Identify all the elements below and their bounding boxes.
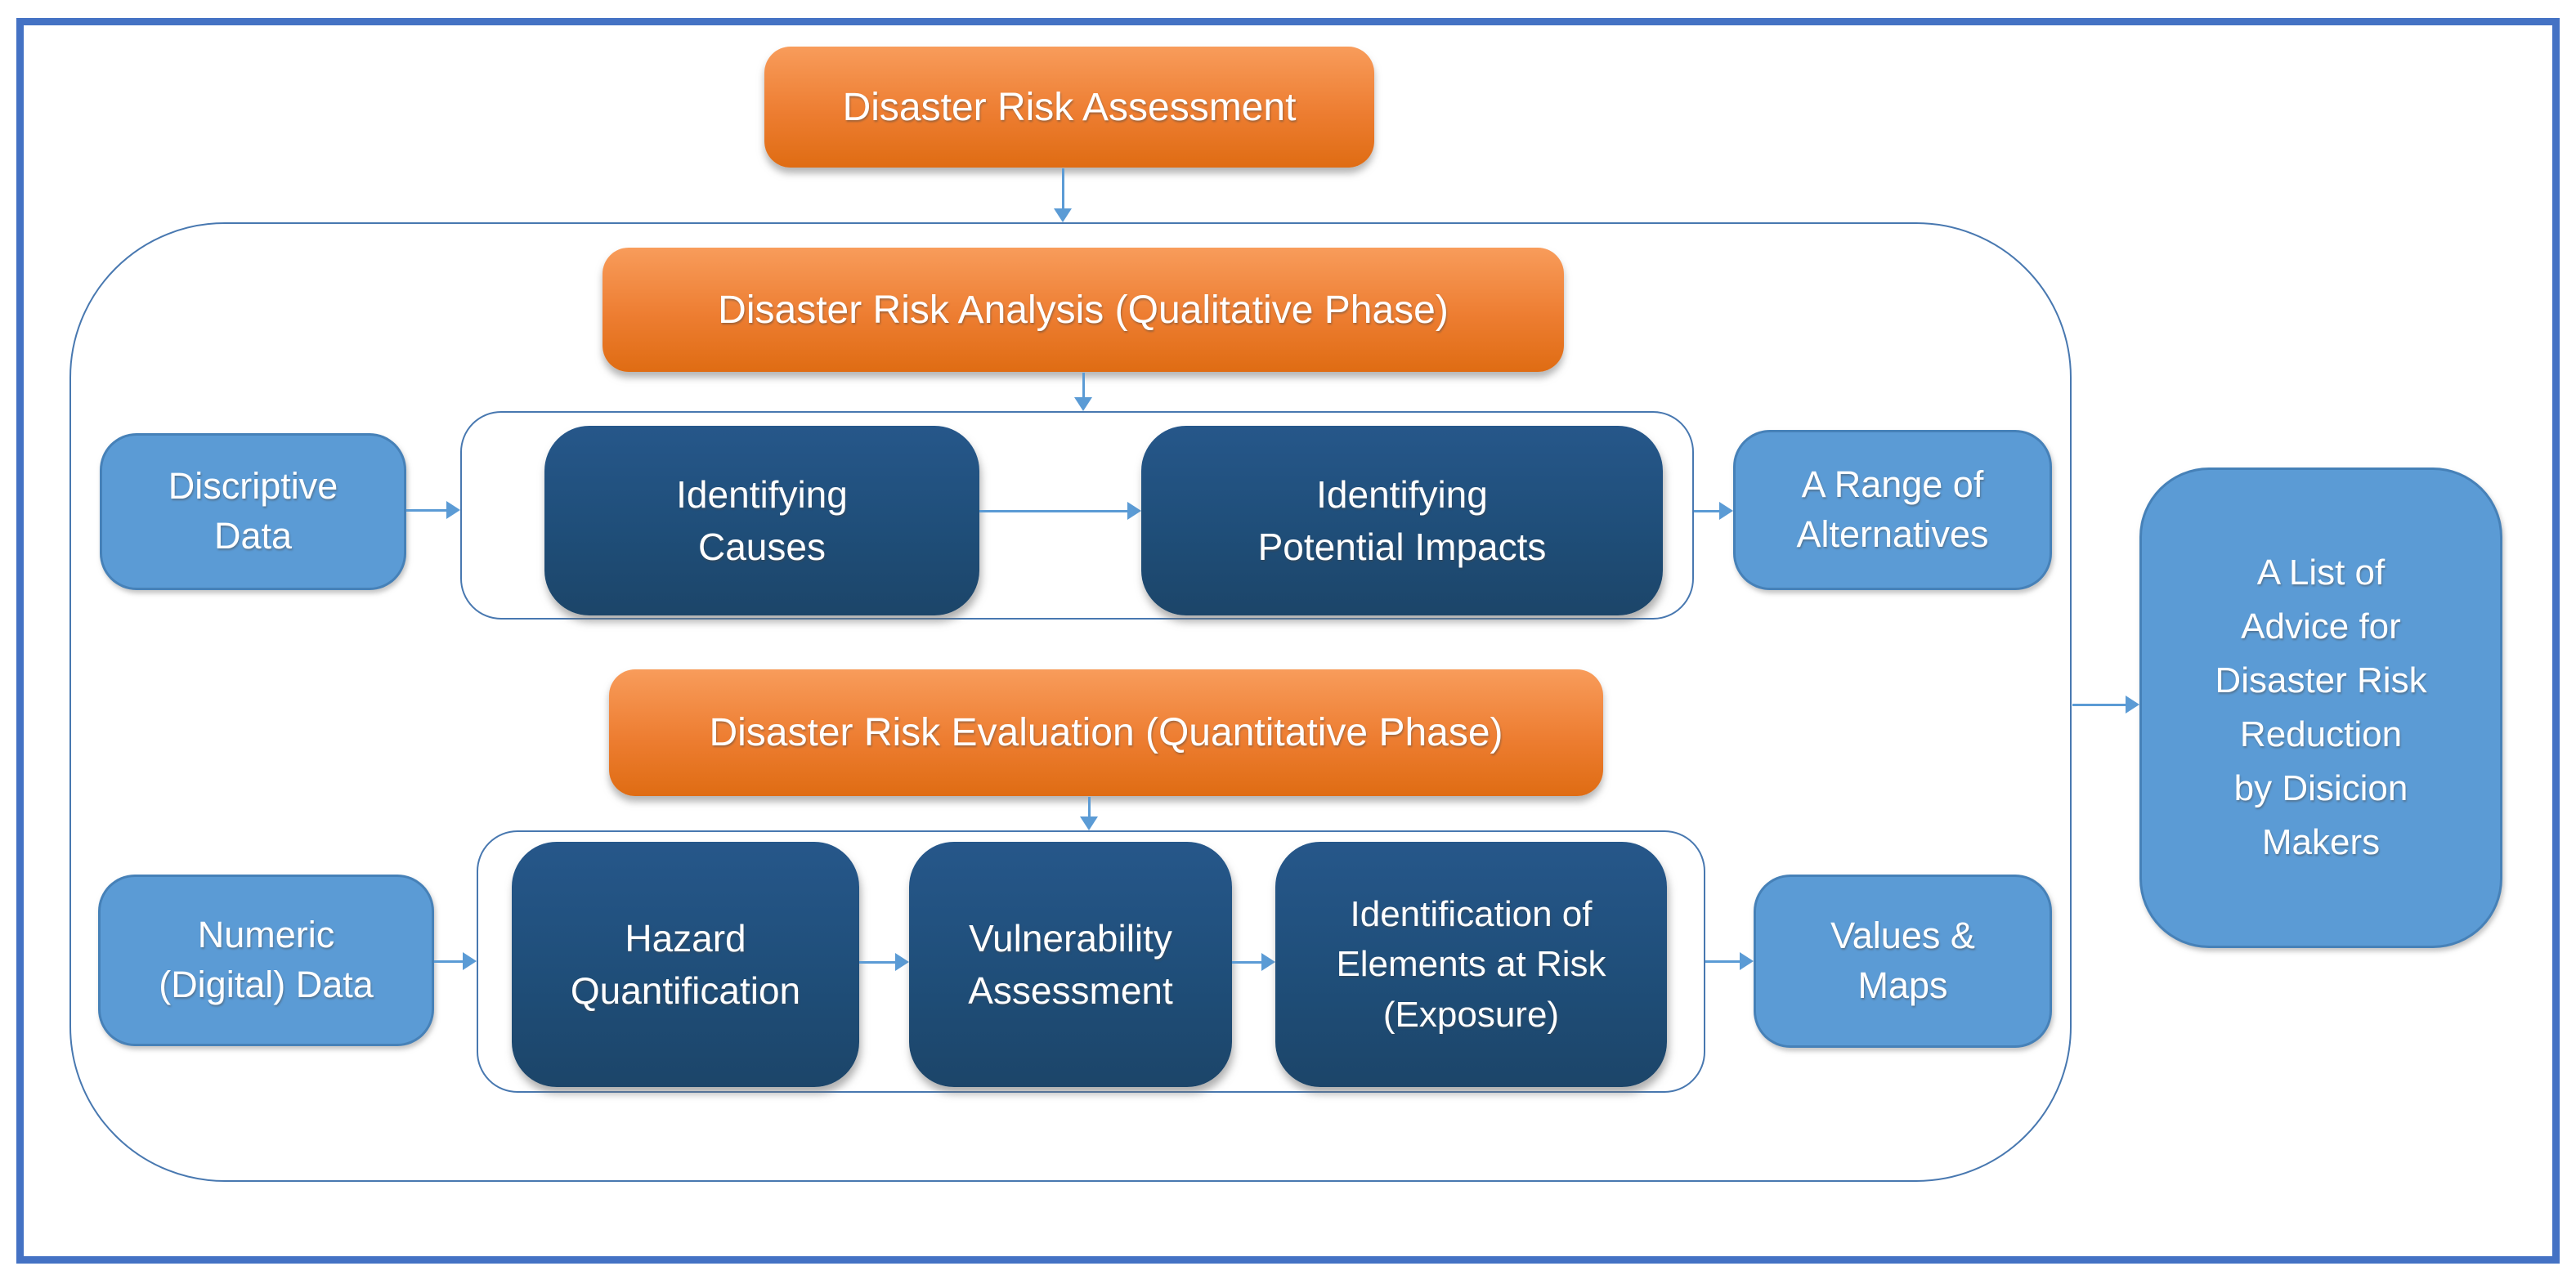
arrow-head — [2126, 696, 2139, 714]
arrow-head — [1719, 502, 1733, 520]
arrow-causes-to-impacts — [979, 502, 1141, 520]
arrow-head — [1127, 502, 1141, 520]
step-label: Identifying Potential Impacts — [1257, 472, 1547, 568]
qualitative-output-label: A Range of Alternatives — [1796, 463, 1989, 555]
quantitative-output-box: Values & Maps — [1754, 875, 2052, 1048]
arrow-stem — [979, 509, 1127, 512]
final-advice-box: A List of Advice for Disaster Risk Reduc… — [2139, 468, 2502, 948]
arrow-title-to-container — [1054, 168, 1072, 222]
step-hazard-quantification: Hazard Quantification — [512, 842, 859, 1087]
arrow-qualitative-phase-to-steps — [1074, 373, 1092, 411]
arrow-stem — [1232, 960, 1261, 964]
quantitative-phase-label: Disaster Risk Evaluation (Quantitative P… — [709, 711, 1503, 754]
title-box: Disaster Risk Assessment — [764, 47, 1374, 168]
arrow-quantitative-phase-to-steps — [1080, 797, 1098, 830]
step-identifying-potential-impacts: Identifying Potential Impacts — [1141, 426, 1663, 615]
step-identification-elements-at-risk: Identification of Elements at Risk (Expo… — [1275, 842, 1667, 1087]
step-identifying-causes: Identifying Causes — [544, 426, 979, 615]
step-label: Identifying Causes — [676, 472, 848, 568]
qualitative-phase-label: Disaster Risk Analysis (Qualitative Phas… — [718, 288, 1449, 332]
arrow-head — [1054, 208, 1072, 222]
qualitative-input-box: Discriptive Data — [100, 433, 406, 590]
page-border — [16, 18, 2560, 1264]
arrow-stem — [1694, 509, 1719, 512]
step-label: Hazard Quantification — [570, 916, 801, 1012]
arrow-stem — [1082, 373, 1085, 397]
arrow-stem — [406, 508, 446, 512]
final-advice-label: A List of Advice for Disaster Risk Reduc… — [2215, 553, 2427, 862]
step-vulnerability-assessment: Vulnerability Assessment — [909, 842, 1232, 1087]
arrow-head — [1261, 953, 1275, 971]
arrow-head — [1740, 952, 1754, 970]
arrow-stem — [1087, 797, 1091, 816]
arrow-input-to-qualitative-steps — [406, 501, 460, 519]
arrow-head — [895, 953, 909, 971]
arrow-stem — [859, 960, 895, 964]
arrow-stem — [2072, 703, 2126, 706]
qualitative-phase-box: Disaster Risk Analysis (Qualitative Phas… — [603, 248, 1564, 372]
arrow-stem — [1061, 168, 1064, 208]
qualitative-input-label: Discriptive Data — [168, 465, 338, 557]
arrow-input-to-quantitative-steps — [434, 952, 477, 970]
quantitative-steps-group — [477, 830, 1705, 1093]
step-label: Identification of Elements at Risk (Expo… — [1336, 893, 1606, 1035]
arrow-qualitative-steps-to-output — [1694, 502, 1733, 520]
quantitative-input-label: Numeric (Digital) Data — [159, 914, 374, 1005]
arrow-hazard-to-vulnerability — [859, 953, 909, 971]
arrow-head — [463, 952, 477, 970]
arrow-stem — [434, 960, 463, 963]
qualitative-steps-group — [460, 411, 1694, 620]
arrow-stem — [1705, 960, 1740, 963]
quantitative-phase-box: Disaster Risk Evaluation (Quantitative P… — [609, 669, 1603, 796]
arrow-head — [446, 501, 460, 519]
quantitative-input-box: Numeric (Digital) Data — [98, 875, 434, 1046]
arrow-head — [1080, 816, 1098, 830]
step-label: Vulnerability Assessment — [968, 916, 1173, 1012]
title-box-label: Disaster Risk Assessment — [842, 85, 1297, 129]
arrow-quantitative-steps-to-output — [1705, 952, 1754, 970]
arrow-head — [1074, 397, 1092, 411]
arrow-vulnerability-to-identification — [1232, 953, 1275, 971]
quantitative-output-label: Values & Maps — [1830, 915, 1975, 1006]
process-container — [69, 222, 2072, 1182]
qualitative-output-box: A Range of Alternatives — [1733, 430, 2052, 590]
arrow-container-to-final — [2072, 696, 2139, 714]
